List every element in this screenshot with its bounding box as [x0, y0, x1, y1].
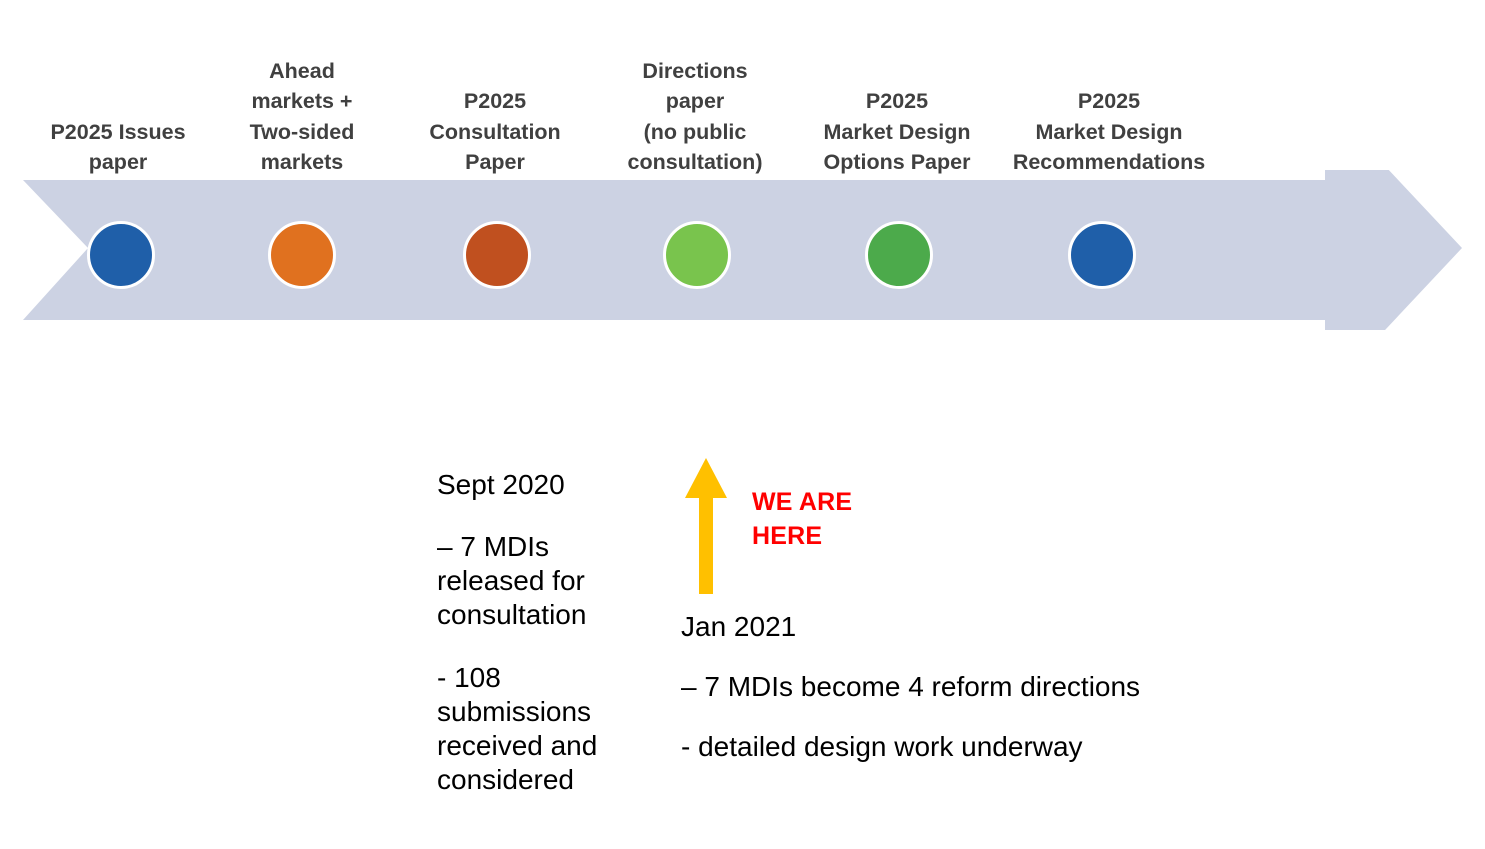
milestone-dot-1[interactable]	[87, 221, 155, 289]
note-left-line-1: – 7 MDIs released for consultation	[437, 531, 587, 631]
we-are-here-arrow-icon	[683, 456, 729, 596]
note-left-line-2: - 108 submissions received and considere…	[437, 661, 598, 796]
milestone-label-wrap-2: Ahead markets + Two-sided markets	[212, 0, 392, 178]
milestone-label-2: Ahead markets + Two-sided markets	[249, 58, 355, 175]
milestone-label-group: P2025 Issues paper Ahead markets + Two-s…	[0, 0, 1485, 178]
milestone-label-3: P2025 Consultation Paper	[429, 89, 561, 175]
timeline-arrow-shape	[0, 170, 1485, 330]
milestone-label-wrap-5: P2025 Market Design Options Paper	[789, 0, 1005, 178]
milestone-label-wrap-3: P2025 Consultation Paper	[397, 0, 593, 178]
up-arrow-polygon	[685, 458, 727, 594]
note-right-line-2: - detailed design work underway	[681, 731, 1083, 763]
milestone-dot-5[interactable]	[865, 221, 933, 289]
milestone-label-4: Directions paper (no public consultation…	[627, 58, 763, 175]
milestone-label-1: P2025 Issues paper	[50, 119, 186, 175]
milestone-label-6: P2025 Market Design Recommendations	[1012, 89, 1206, 175]
milestone-dot-2[interactable]	[268, 221, 336, 289]
milestone-label-wrap-4: Directions paper (no public consultation…	[595, 0, 795, 178]
milestone-dot-3[interactable]	[463, 221, 531, 289]
note-left-heading: Sept 2020	[437, 469, 565, 500]
note-right-line-1: – 7 MDIs become 4 reform directions	[681, 671, 1141, 703]
timeline-arrow-polygon	[23, 170, 1462, 330]
milestone-label-5: P2025 Market Design Options Paper	[823, 89, 971, 175]
milestone-dot-6[interactable]	[1068, 221, 1136, 289]
note-block-jan-2021: Jan 2021 – 7 MDIs become 4 reform direct…	[681, 610, 1301, 790]
milestone-label-wrap-1: P2025 Issues paper	[8, 0, 228, 178]
note-block-sept-2020: Sept 2020 – 7 MDIs released for consulta…	[437, 468, 612, 797]
we-are-here-label: WE ARE HERE	[752, 488, 853, 550]
milestone-label-wrap-6: P2025 Market Design Recommendations	[988, 0, 1230, 178]
note-right-heading: Jan 2021	[681, 611, 797, 642]
milestone-dot-4[interactable]	[663, 221, 731, 289]
